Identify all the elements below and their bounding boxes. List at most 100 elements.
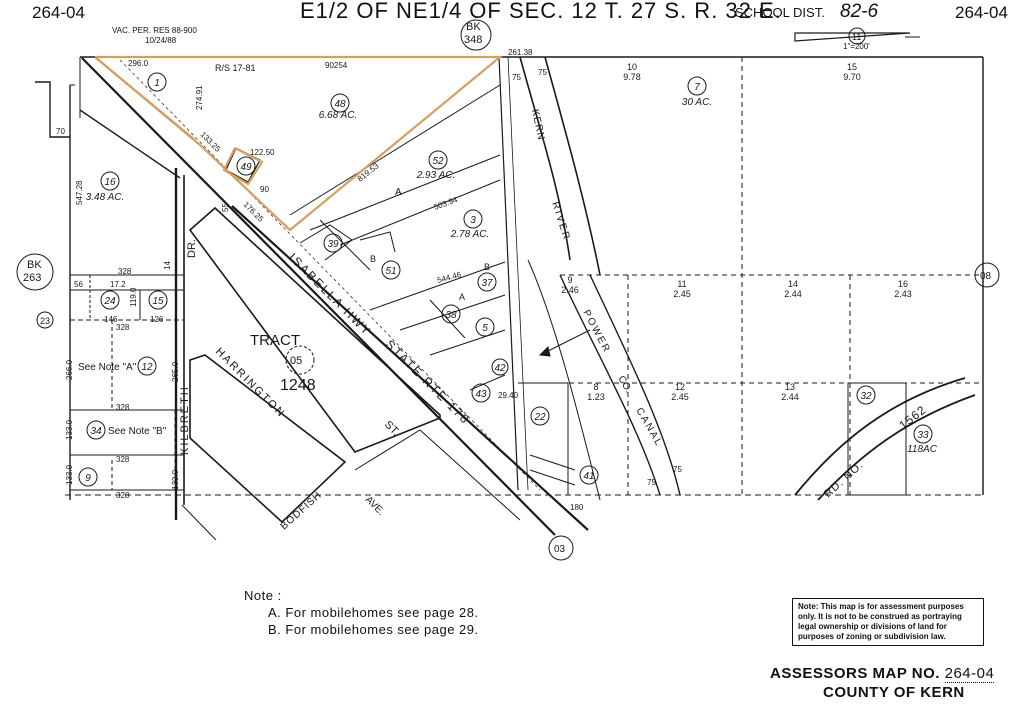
dimension-label: 55 <box>221 203 230 212</box>
adjacent-23-circle <box>36 311 54 329</box>
dimension-label: 75 <box>538 68 547 77</box>
river-label: RIVER <box>549 201 572 243</box>
subdivision-value: 2.44 <box>781 392 799 402</box>
lot-letter-b: B <box>484 262 490 272</box>
tract-word: TRACT <box>250 332 300 349</box>
bodfish-label: BODFISH <box>279 490 325 533</box>
parcel-number: 15 <box>152 296 164 307</box>
parcel-acreage: 3.48 AC. <box>86 192 125 203</box>
assessors-map-number: 264-04 <box>944 665 995 683</box>
subdivision-value: 2.43 <box>894 289 912 299</box>
parcel-number: 12 <box>141 362 153 373</box>
dimension-label: 56 <box>74 280 83 289</box>
north-arrow-icon <box>794 32 911 42</box>
dimension-label: 126 <box>150 315 164 324</box>
parcel-number: 9 <box>85 473 91 484</box>
subdivision-number: 11 <box>677 279 686 289</box>
parcel-number: 51 <box>385 266 396 277</box>
parcel-number: 7 <box>694 82 700 93</box>
dimension-label: 328 <box>116 323 130 332</box>
lot-letter-a-2: A <box>459 292 465 302</box>
adjacent-bottom-number: 03 <box>554 544 566 555</box>
dimension-label: 122.50 <box>250 148 275 157</box>
parcel-acreage: 118AC <box>907 444 938 455</box>
dimension-label: 133.0 <box>65 419 74 440</box>
subdivision-number: 9 <box>567 275 572 285</box>
north-arrow-number: 11 <box>852 32 861 42</box>
map-title: E1/2 OF NE1/4 OF SEC. 12 T. 27 S. R. 32 … <box>300 0 782 23</box>
highlighted-parcel-outline <box>94 55 504 232</box>
sheet-number-left: 264-04 <box>32 3 85 22</box>
isabella-hwy-south-edge <box>231 205 589 531</box>
dimension-label: 14 <box>163 261 172 270</box>
subdivision-number: 10 <box>627 62 637 72</box>
dimension-label: 133.25 <box>199 130 223 154</box>
adjacent-08-circle <box>974 262 1000 288</box>
dimension-label: 274.91 <box>195 85 204 110</box>
see-note-a-label: See Note "A" <box>78 362 137 373</box>
parcel-number: 38 <box>445 310 457 321</box>
ave-label: AVE. <box>363 494 386 517</box>
dimension-label: 146 <box>104 315 118 324</box>
dimension-label: 133.0 <box>65 464 74 485</box>
parcel-number: 33 <box>917 430 929 441</box>
subdivision-number: 14 <box>788 279 798 289</box>
parcel-number: 16 <box>104 177 116 188</box>
dimension-label: 75 <box>647 478 656 487</box>
dimension-label: 544.46 <box>436 270 462 285</box>
dimension-label: 261.38 <box>508 48 533 57</box>
canal-label: CANAL <box>633 406 664 449</box>
record-of-survey-label: R/S 17-81 <box>215 63 256 73</box>
north-arrow-number-circle <box>848 27 866 45</box>
parcel-number: 22 <box>533 412 546 423</box>
parcel-number: 48 <box>334 99 346 110</box>
dimension-label: 180 <box>570 503 584 512</box>
dimension-label: 265.0 <box>171 361 180 382</box>
subdivision-number: 8 <box>593 382 598 392</box>
adjacent-left-number: 23 <box>40 316 50 326</box>
parcel-number: 5 <box>482 323 488 334</box>
parcel-acreage: 2.93 AC. <box>416 170 456 181</box>
dimension-label: 328 <box>118 267 132 276</box>
dimension-label: 75 <box>673 465 682 474</box>
subdivision-number: 13 <box>785 382 795 392</box>
tract-circle-number: 05 <box>290 355 302 367</box>
tract-block-south <box>189 354 347 524</box>
school-district-number: 82-6 <box>840 1 879 22</box>
parcel-number: 3 <box>470 215 476 226</box>
dimension-label: 17.2 <box>110 280 126 289</box>
note-a: A. For mobilehomes see page 28. <box>268 605 479 620</box>
book-left-number: 263 <box>23 272 41 284</box>
parcel-number: 32 <box>860 391 872 402</box>
parcel-number: 42 <box>494 363 506 374</box>
parcel-number: 34 <box>90 426 102 437</box>
parcel-number: 43 <box>475 389 487 400</box>
county-name: COUNTY OF KERN <box>823 684 965 701</box>
road-1562-north-edge <box>794 377 966 496</box>
parcel-acreage: 30 AC. <box>682 97 712 108</box>
isabella-hwy-label: ISABELLA HWY <box>286 250 375 339</box>
parcel-number: 49 <box>240 162 252 173</box>
dimension-label: 133.0 <box>171 469 180 490</box>
dr-label: DR. <box>186 239 198 258</box>
parcel-number: 39 <box>327 239 339 250</box>
assessors-map-label: ASSESSORS MAP NO. 264-04 <box>770 665 995 683</box>
book-top-number: 348 <box>464 34 482 46</box>
vacation-note-1: VAC. PER. RES 88-900 <box>112 26 197 35</box>
road-1562-south-edge <box>817 394 976 501</box>
subdivision-value: 2.45 <box>671 392 689 402</box>
assessors-map-prefix: ASSESSORS MAP NO. <box>770 665 940 682</box>
dimension-label: 90254 <box>325 61 348 70</box>
see-note-b-label: See Note "B" <box>108 426 167 437</box>
book-263-circle <box>16 253 54 291</box>
state-rte-178-label: STATE RTE 178 <box>383 337 473 427</box>
parcel-number: 41 <box>583 471 594 482</box>
dimension-label: 119.0 <box>129 287 138 307</box>
vacation-note-2: 10/24/88 <box>145 36 177 45</box>
sheet-number-right: 264-04 <box>955 3 1008 22</box>
dimension-label: 503.94 <box>433 195 460 212</box>
co-label: CO. <box>615 374 633 395</box>
subdivision-value: 9.70 <box>843 72 861 82</box>
subdivision-value: 1.23 <box>587 392 605 402</box>
